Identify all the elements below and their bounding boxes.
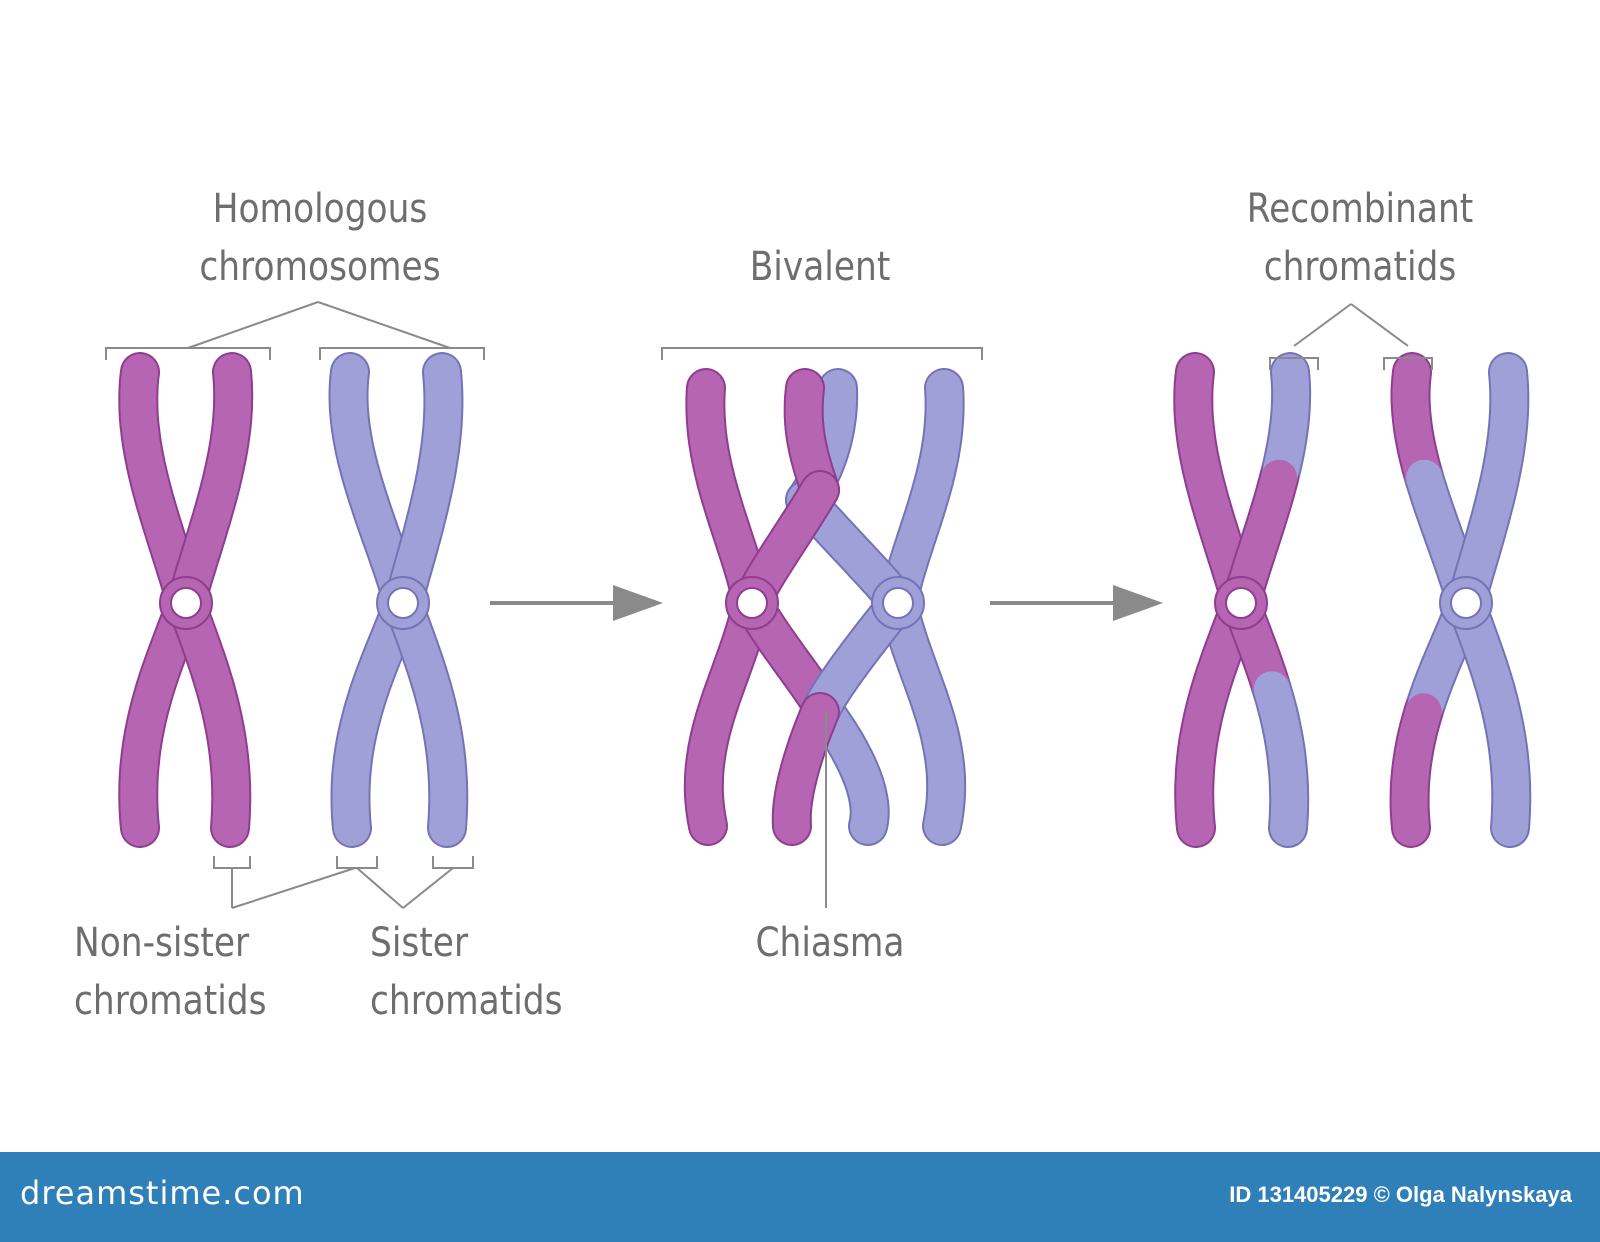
bivalent-label: Bivalent <box>749 244 891 290</box>
diagram-canvas <box>105 301 1532 909</box>
centromere-lilac-1 <box>376 576 430 630</box>
bracket-bivalent <box>661 347 983 360</box>
footer-credit: ID 131405229 © Olga Nalynskaya <box>1229 1182 1572 1207</box>
chromosome-recombinant-lilac-arm-top-right <box>1446 352 1530 623</box>
sister-chromatids-label: Sister chromatids <box>370 920 563 1024</box>
chromosome-lilac-1-arm-top-left <box>328 352 423 623</box>
chromosome-magenta-1 <box>118 352 254 848</box>
bivalent-magenta-outer-bottom <box>683 583 772 846</box>
chiasma-label: Chiasma <box>755 920 905 966</box>
chromosome-lilac-1-arm-top-left-fill-0 <box>330 354 421 621</box>
arrow-to-recombinant <box>990 585 1163 621</box>
leader-recombinant-right <box>1350 303 1409 347</box>
leader-homologous-right <box>317 301 451 349</box>
chromosome-recombinant-lilac-arm-bottom-right <box>1446 583 1532 848</box>
centromere-bivalent-lilac <box>871 576 925 630</box>
bivalent-magenta-outer-bottom-fill-0 <box>685 585 770 844</box>
leader-sister-right <box>402 867 454 909</box>
centromere-bivalent-magenta-hole <box>736 587 768 619</box>
bivalent-magenta-outer-top <box>685 368 772 623</box>
footer-brand: dreamstime.com <box>20 1174 305 1212</box>
bivalent-lilac-outer-bottom <box>878 583 967 846</box>
centromere-recombinant-magenta-hole <box>1225 587 1257 619</box>
centromere-lilac-1-hole <box>387 587 419 619</box>
chromosome-magenta-1-arm-bottom-right <box>166 583 252 848</box>
chromosome-recombinant-magenta-arm-bottom-left-fill-0 <box>1176 585 1259 846</box>
chromosome-recombinant-magenta-arm-top-left-fill-0 <box>1175 354 1259 621</box>
chromosome-magenta-1-arm-top-right <box>166 352 254 623</box>
chromosome-recombinant-lilac-arm-bottom-left-fill-1 <box>1391 693 1442 846</box>
bivalent-magenta-outer-top-fill-0 <box>687 370 770 621</box>
chromosome-lilac-1-arm-bottom-left <box>330 583 423 848</box>
centromere-bivalent-magenta <box>725 576 779 630</box>
bivalent-lilac-outer-top <box>878 368 965 623</box>
chromosome-magenta-1-arm-top-right-fill-0 <box>168 354 252 621</box>
bracket-sister-left <box>336 856 378 869</box>
bracket-recombinant-left <box>1269 357 1319 370</box>
centromere-magenta-1 <box>159 576 213 630</box>
chromosome-magenta-1-arm-bottom-left <box>118 583 206 848</box>
chromosome-layer <box>118 352 1532 848</box>
recombinant-chromatids-label: Recombinant chromatids <box>1246 186 1474 290</box>
centromere-magenta-1-hole <box>170 587 202 619</box>
annotation-layer <box>105 301 1433 909</box>
bracket-recombinant-right <box>1383 357 1433 370</box>
chromosome-magenta-1-arm-bottom-right-fill-0 <box>168 585 250 846</box>
bivalent-magenta-inner-bottom-fill-0 <box>773 694 838 844</box>
chromosome-recombinant-magenta-arm-bottom-left <box>1174 583 1261 848</box>
chromosome-recombinant-lilac-arm-bottom-right-fill-0 <box>1448 585 1530 846</box>
chromosome-recombinant-lilac-arm-top-left-fill-0 <box>1392 354 1443 496</box>
centromere-recombinant-lilac-hole <box>1450 587 1482 619</box>
bivalent-lilac-inner-bottom-fill-0 <box>807 694 888 844</box>
bivalent-lilac-outer-bottom-fill-0 <box>880 585 965 844</box>
chromosome-lilac-1-arm-top-right-fill-0 <box>385 354 462 621</box>
arrow-to-recombinant-head <box>1113 585 1163 621</box>
chromosome-lilac-1-arm-bottom-right-fill-0 <box>385 585 467 846</box>
chromosome-magenta-1-arm-bottom-left-fill-0 <box>120 585 204 846</box>
arrow-to-bivalent-head <box>613 585 663 621</box>
chromosome-recombinant-magenta-arm-top-right-fill-0 <box>1261 354 1310 496</box>
centromere-recombinant-lilac <box>1439 576 1493 630</box>
chromosome-recombinant-magenta-arm-top-left <box>1173 352 1261 623</box>
non-sister-chromatids-label: Non-sister chromatids <box>74 920 267 1024</box>
chromosome-lilac-1-arm-top-right <box>383 352 464 623</box>
centromere-bivalent-lilac-hole <box>882 587 914 619</box>
bivalent-magenta-inner-bottom <box>771 692 840 846</box>
bracket-homologous-right <box>319 347 485 360</box>
bracket-non-sister <box>213 856 251 869</box>
chromosome-lilac-1-arm-bottom-left-fill-0 <box>332 585 421 846</box>
chromosome-recombinant-magenta-arm-bottom-right <box>1221 583 1310 848</box>
footer-bar: dreamstime.com ID 131405229 © Olga Nalyn… <box>0 1152 1600 1242</box>
chromosome-magenta-1-arm-top-left-fill-0 <box>120 354 204 621</box>
arrow-to-bivalent <box>490 585 663 621</box>
chromosome-recombinant-magenta-arm-bottom-right-fill-1 <box>1253 671 1308 846</box>
leader-non-sister-across <box>231 867 356 909</box>
chromosome-lilac-1-arm-bottom-right <box>383 583 469 848</box>
chromosome-recombinant-magenta-arm-top-right <box>1221 352 1312 623</box>
chromosome-magenta-1-arm-top-left <box>118 352 206 623</box>
bracket-sister-right <box>432 856 474 869</box>
leader-recombinant-left <box>1293 303 1352 347</box>
centromere-recombinant-magenta <box>1214 576 1268 630</box>
homologous-chromosomes-label: Homologous chromosomes <box>199 186 441 290</box>
bivalent-lilac-outer-top-fill-0 <box>880 370 963 621</box>
leader-homologous-left <box>187 301 319 349</box>
bivalent-lilac-inner-bottom <box>805 692 890 846</box>
chromosome-recombinant-lilac-arm-top-right-fill-0 <box>1448 354 1528 621</box>
chromosome-lilac-1 <box>328 352 469 848</box>
leader-sister-left <box>356 867 404 909</box>
